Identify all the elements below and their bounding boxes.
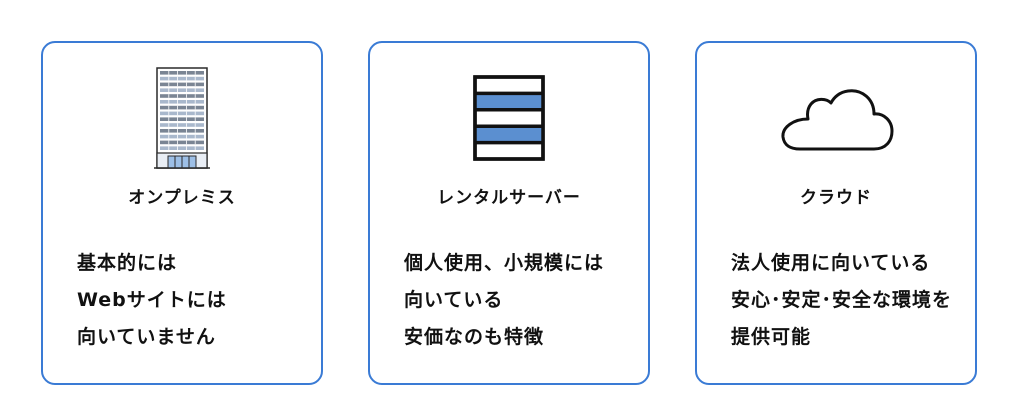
card-title: レンタルサーバー <box>437 188 581 208</box>
description-line: 向いている <box>404 289 504 311</box>
card-description: 個人使用、小規模には 向いている 安価なのも特徴 <box>404 245 638 356</box>
card-cloud: クラウド 法人使用に向いている 安心･安定･安全な環境を 提供可能 <box>695 41 977 385</box>
description-line: 法人使用に向いている <box>731 252 931 274</box>
card-description: 基本的には Webサイトには 向いていません <box>77 245 311 356</box>
description-line: Webサイトには <box>77 289 227 311</box>
cloud-icon <box>697 63 975 173</box>
description-line: 提供可能 <box>731 326 812 348</box>
description-line: 基本的には <box>77 252 178 274</box>
description-line: 個人使用、小規模には <box>404 252 605 274</box>
card-on-premise: オンプレミス 基本的には Webサイトには 向いていません <box>41 41 323 385</box>
card-title: オンプレミス <box>128 188 236 208</box>
building-icon <box>43 63 321 173</box>
card-title: クラウド <box>800 188 872 208</box>
card-rental-server: レンタルサーバー 個人使用、小規模には 向いている 安価なのも特徴 <box>368 41 650 385</box>
card-description: 法人使用に向いている 安心･安定･安全な環境を 提供可能 <box>731 245 965 356</box>
description-line: 向いていません <box>77 326 216 348</box>
description-line: 安価なのも特徴 <box>404 326 545 348</box>
server-rack-icon <box>370 63 648 173</box>
description-line: 安心･安定･安全な環境を <box>731 289 953 311</box>
